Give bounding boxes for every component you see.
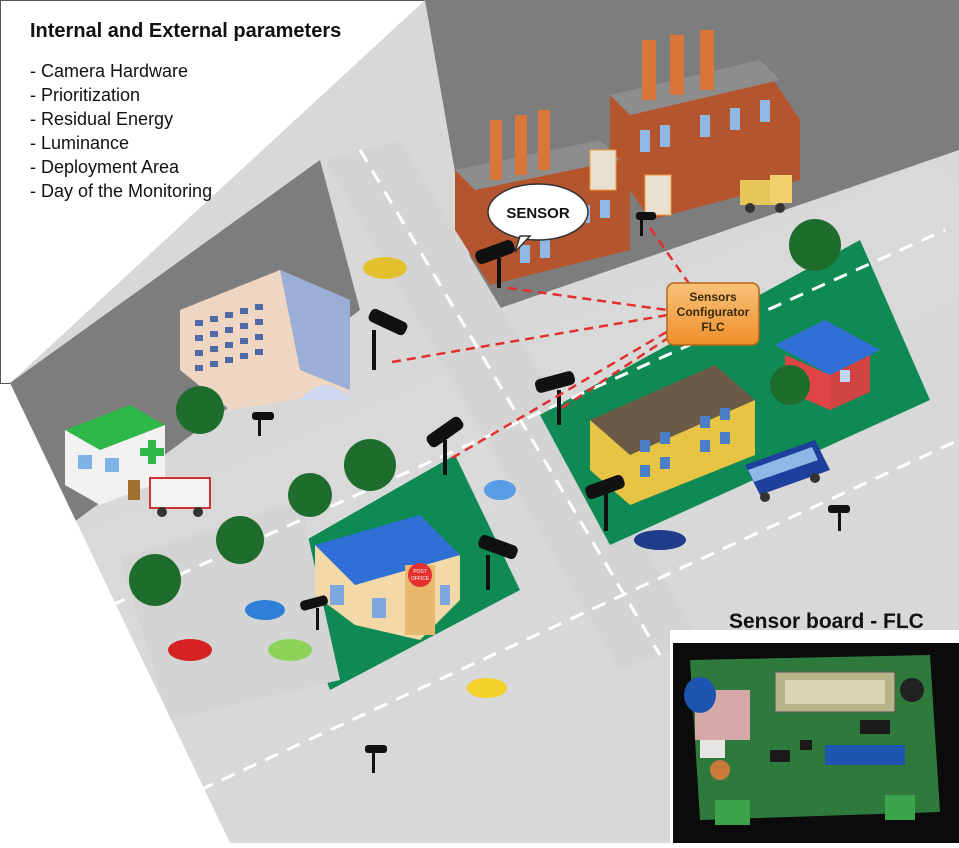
parameters-list: - Camera Hardware - Prioritization - Res… <box>30 59 341 203</box>
camera-school-south <box>585 474 625 531</box>
camera-factory-east <box>636 212 656 236</box>
camera-factory <box>475 239 515 288</box>
sensor-speech-bubble: SENSOR <box>487 183 589 253</box>
camera-east <box>828 505 850 531</box>
configurator-line1: Sensors <box>689 290 737 304</box>
ambulance <box>149 477 211 517</box>
truck <box>740 175 792 213</box>
camera-cross <box>426 416 464 475</box>
parameters-title: Internal and External parameters <box>30 20 342 42</box>
post-office-building: POST OFFICE <box>315 515 460 640</box>
parameter-item: - Residual Energy <box>30 109 174 129</box>
post-office-sign-line1: POST <box>413 569 427 575</box>
parameter-item: - Deployment Area <box>30 157 180 177</box>
sidewalk-sw <box>120 500 340 720</box>
lane-line-south <box>199 438 959 792</box>
parameters-panel: Internal and External parameters - Camer… <box>30 20 341 203</box>
configurator-line2: Configurator <box>677 305 750 319</box>
parameter-item: - Camera Hardware <box>30 61 189 81</box>
camera-office <box>368 308 408 370</box>
cars <box>168 257 686 698</box>
camera-clinic <box>252 412 274 436</box>
configurator-line3: FLC <box>701 320 725 334</box>
configurator-links <box>391 227 692 460</box>
surveillance-cameras <box>252 212 850 773</box>
parameter-item: - Day of the Monitoring <box>30 181 213 201</box>
post-office-sign-line2: OFFICE <box>411 576 430 582</box>
office-tower <box>180 270 350 410</box>
trees <box>129 219 841 606</box>
camera-south <box>365 745 387 773</box>
camera-post-east <box>478 534 518 590</box>
sensor-board-photo <box>673 643 959 843</box>
parameter-item: - Luminance <box>30 133 130 153</box>
bus <box>745 440 830 502</box>
sensors-configurator-box: Sensors Configurator FLC <box>666 282 760 346</box>
sensor-bubble-label: SENSOR <box>506 205 570 222</box>
parameter-item: - Prioritization <box>30 85 141 105</box>
clinic-building <box>65 405 165 505</box>
lane-line-cross <box>358 149 662 656</box>
camera-school <box>534 371 576 425</box>
camera-post-west <box>300 595 328 630</box>
sensor-board-title: Sensor board - FLC <box>729 610 924 633</box>
